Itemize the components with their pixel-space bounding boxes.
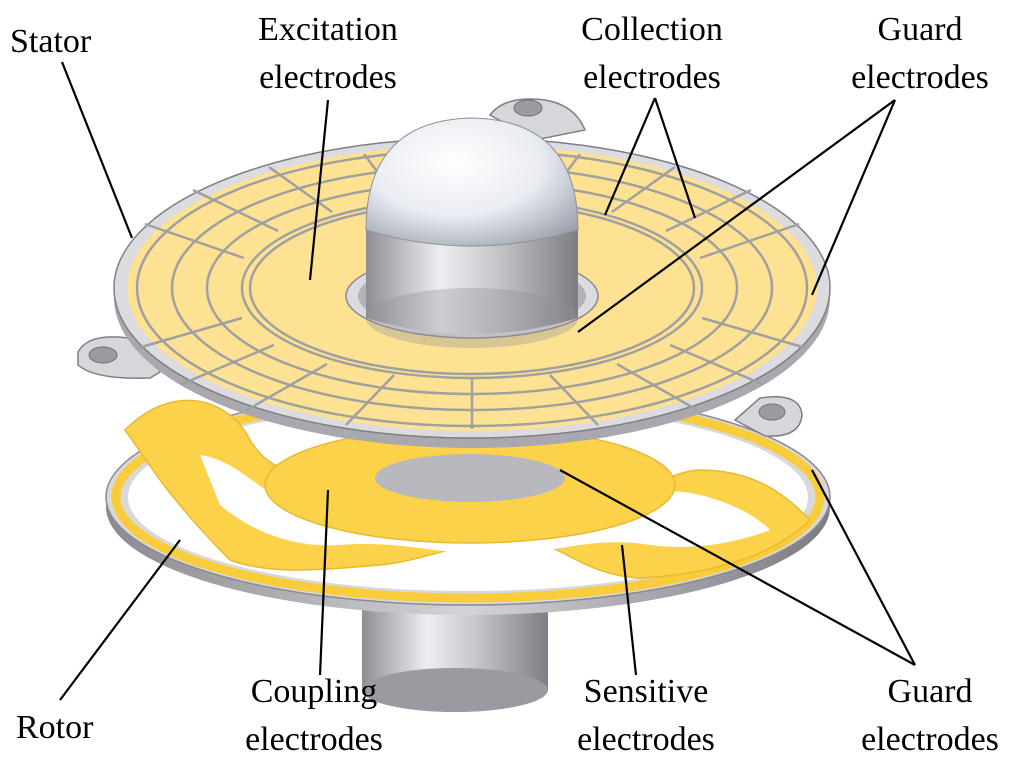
rotor xyxy=(105,388,831,615)
label-collection-line2: electrodes xyxy=(583,59,721,96)
leader-excitation xyxy=(308,99,330,281)
leader-coupling xyxy=(318,489,330,676)
label-guard-bottom-line1: Guard xyxy=(888,673,973,710)
label-sensitive-line2: electrodes xyxy=(577,721,715,758)
label-stator: Stator xyxy=(10,23,92,60)
label-guard-top-line2: electrodes xyxy=(851,59,989,96)
label-sensitive-line1: Sensitive xyxy=(584,673,709,710)
leader-stator xyxy=(60,61,134,239)
label-excitation-line1: Excitation xyxy=(258,11,398,48)
labels: Stator Rotor Excitation electrodes Colle… xyxy=(10,11,999,758)
leader-guard-top-b xyxy=(810,99,897,296)
label-excitation-line2: electrodes xyxy=(259,59,397,96)
label-rotor: Rotor xyxy=(16,709,94,746)
leader-collection-a xyxy=(603,97,657,216)
leader-guard-bottom-a xyxy=(559,469,916,666)
label-coupling-line2: electrodes xyxy=(245,721,383,758)
leader-guard-top-a xyxy=(577,99,896,333)
proof-mass xyxy=(365,117,579,348)
label-guard-bottom-line2: electrodes xyxy=(861,721,999,758)
label-collection-line1: Collection xyxy=(581,11,723,48)
leader-collection-b xyxy=(653,97,697,219)
leader-guard-bottom-b xyxy=(811,469,916,666)
label-coupling-line1: Coupling xyxy=(251,673,378,710)
leader-rotor xyxy=(59,539,181,701)
label-guard-top-line1: Guard xyxy=(878,11,963,48)
leader-sensitive xyxy=(620,544,638,676)
leader-lines xyxy=(59,61,916,701)
